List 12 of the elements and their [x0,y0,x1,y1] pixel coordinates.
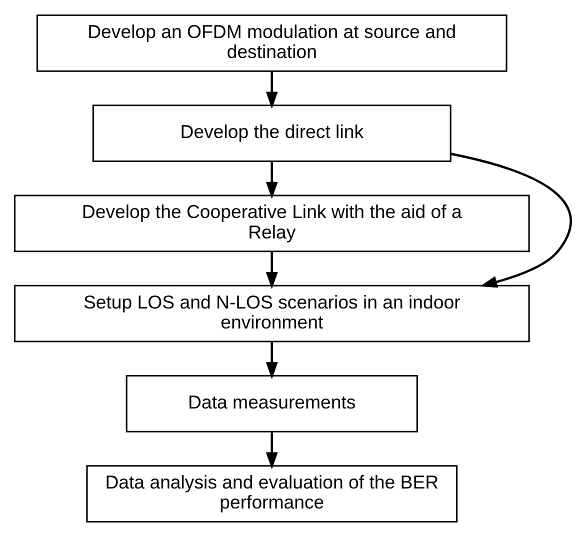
node-box: Data measurements [126,374,418,432]
arrow [266,432,278,470]
arrow [266,252,278,290]
arrow [266,71,278,109]
node-box: Setup LOS and N-LOS scenarios in an indoor environment [14,284,530,342]
node-box: Develop an OFDM modulation at source and destination [36,14,508,72]
arrow [266,342,278,380]
node-box: Develop the direct link [92,104,452,162]
arrow [266,161,278,199]
arrow [450,152,572,288]
node-box: Develop the Cooperative Link with the aid of a Relay [14,194,530,252]
node-box: Data analysis and evaluation of the BER performance [86,465,458,523]
